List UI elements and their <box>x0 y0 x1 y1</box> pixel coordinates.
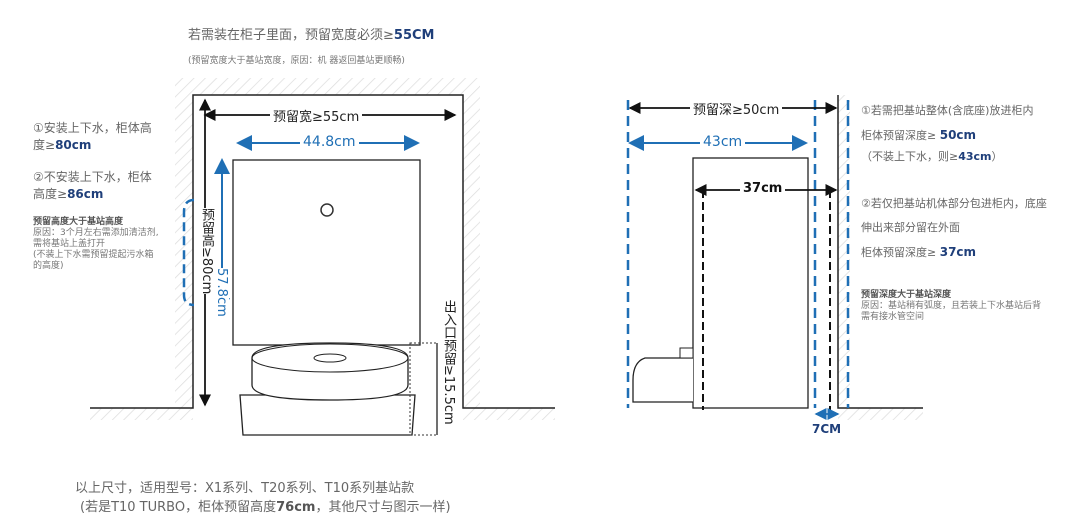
station-depth-label: 43cm <box>700 134 746 150</box>
right-note-2: ②若仅把基站机体部分包进柜内，底座 伸出来部分留在外面 柜体预留深度≥ 37cm <box>861 197 1047 259</box>
right-note-1: ①若需把基站整体(含底座)放进柜内 柜体预留深度≥ 50cm （不装上下水，则≥… <box>861 104 1034 163</box>
front-base-station <box>232 159 421 436</box>
front-cabinet <box>90 78 555 420</box>
gap-label: 7CM <box>812 422 842 436</box>
side-base-station <box>632 157 831 410</box>
footer-line-2: (若是T10 TURBO，柜体预留高度76cm，其他尺寸与图示一样) <box>80 500 451 515</box>
partial-depth-label: 37cm <box>740 181 786 196</box>
station-width-label: 44.8cm <box>300 134 359 150</box>
header-title: 若需装在柜子里面，预留宽度必须≥55CM <box>188 28 435 43</box>
depth-label: 预留深≥50cm <box>690 99 783 118</box>
right-reason: 预留深度大于基站深度 原因：基站稍有弧度，且若装上下水基站后背需有接水管空间 <box>861 290 1042 322</box>
left-note-2: ②不安装上下水，柜体高度≥86cm <box>33 170 152 201</box>
footer-line-1: 以上尺寸，适用型号：X1系列、T20系列、T10系列基站款 <box>75 481 415 496</box>
station-height-label: 57.8cm <box>214 268 229 317</box>
header-subtitle: (预留宽度大于基站宽度，原因：机 器返回基站更顺畅) <box>188 56 405 66</box>
height-label: 预留高≥80cm <box>197 208 216 295</box>
left-reason: 预留高度大于基站高度 原因：3个月左右需添加清洁剂,需将基站上盖打开(不装上下水… <box>33 217 159 271</box>
entry-label: 出入口预留≥15.5cm <box>441 300 456 425</box>
width-label: 预留宽≥55cm <box>270 106 363 125</box>
left-note-1: ①安装上下水，柜体高度≥80cm <box>33 121 152 152</box>
